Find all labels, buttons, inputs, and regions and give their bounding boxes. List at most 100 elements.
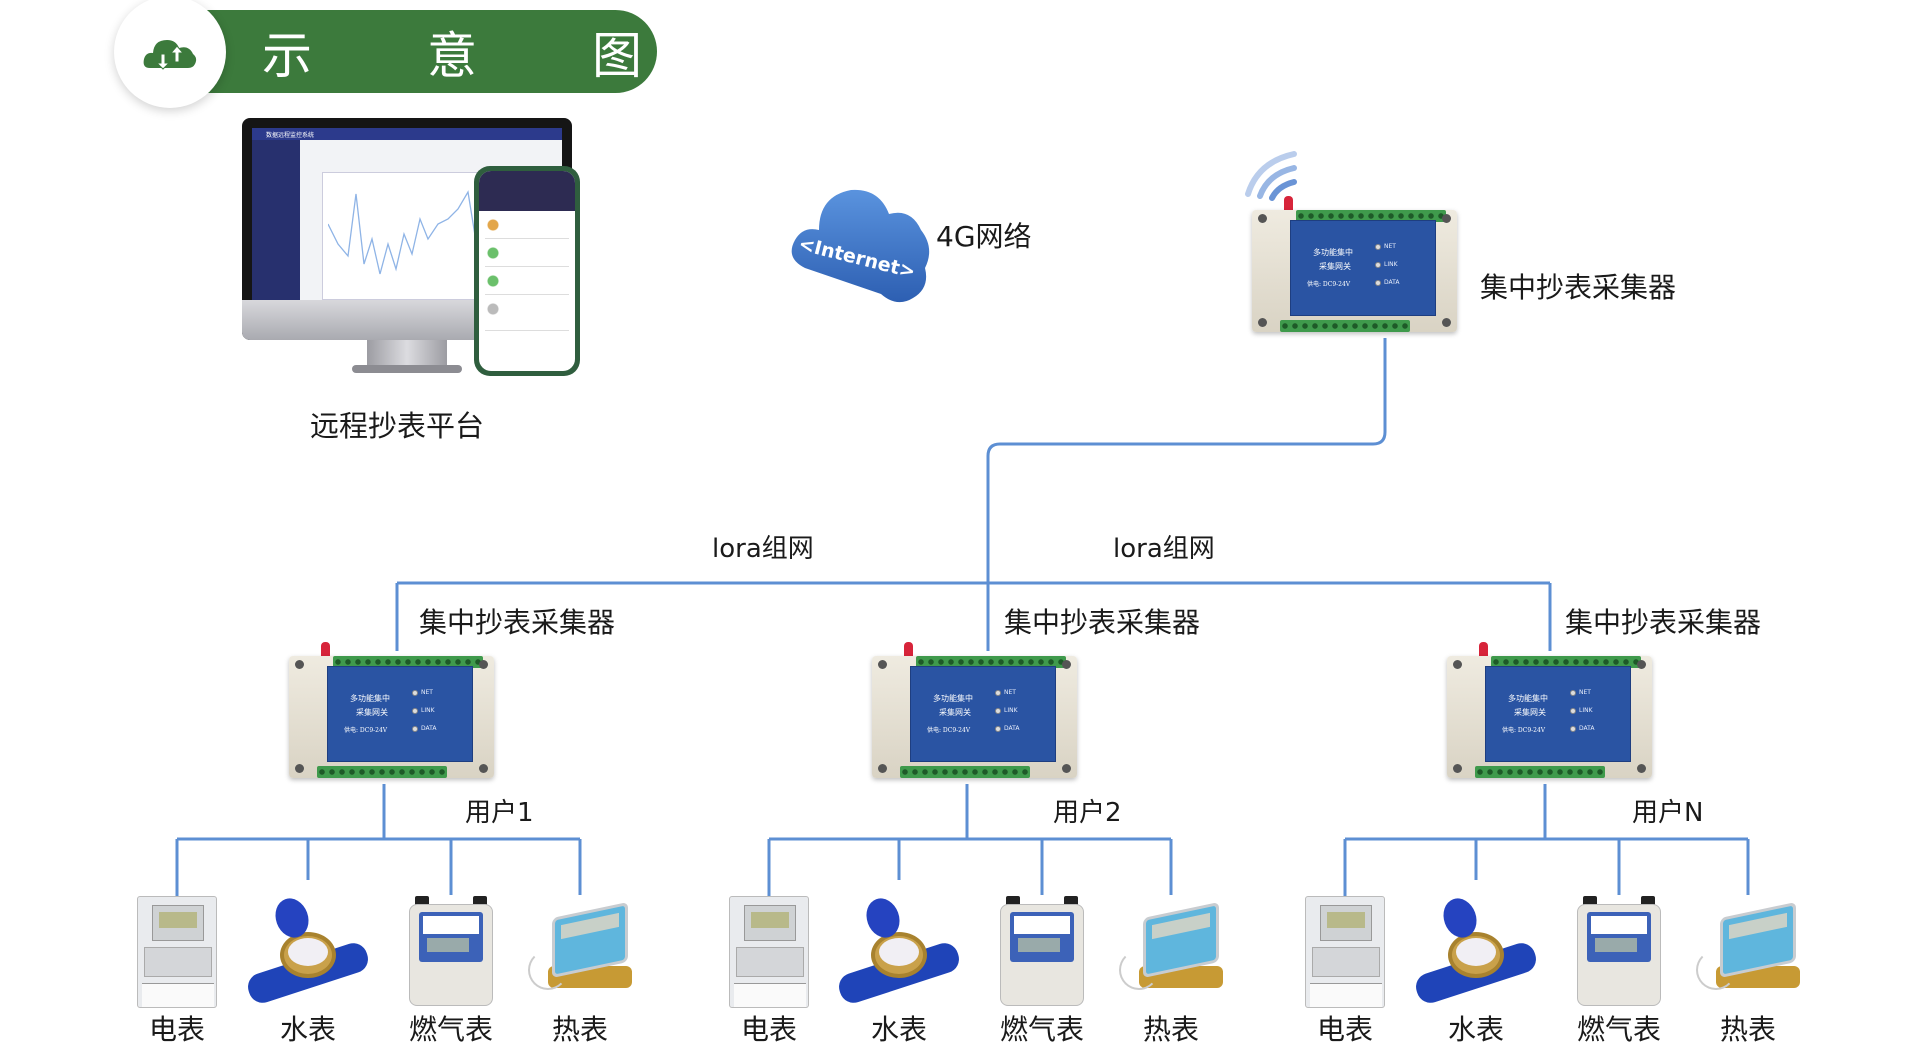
title-char: 示 xyxy=(262,26,312,85)
gas-meter-icon xyxy=(1573,896,1665,1008)
meter-label: 热表 xyxy=(551,1013,608,1046)
device-panel: 多功能集中采集网关供电: DC9-24V NET LINK DATA xyxy=(327,666,473,762)
wireless-signal-icon xyxy=(1245,151,1297,201)
user-label: 用户N xyxy=(1632,798,1704,828)
terminal-block xyxy=(1475,766,1605,778)
phone xyxy=(474,166,580,376)
meter-label: 燃气表 xyxy=(999,1013,1084,1046)
title-char: 意 xyxy=(427,26,477,85)
collector-device: 多功能集中采集网关供电: DC9-24V NET LINK DATA xyxy=(872,642,1077,784)
status-led: LINK xyxy=(1375,261,1398,268)
collector-device: 多功能集中采集网关供电: DC9-24V NET LINK DATA xyxy=(1447,642,1652,784)
terminal-block xyxy=(900,766,1030,778)
terminal-block xyxy=(333,656,483,668)
led-label: LINK xyxy=(1004,707,1018,714)
status-led: DATA xyxy=(1375,279,1399,286)
status-led: NET xyxy=(1570,689,1591,696)
water-meter-icon xyxy=(1412,893,1540,1008)
collector-device: 多功能集中采集网关供电: DC9-24V NET LINK DATA xyxy=(289,642,494,784)
device-name: 采集网关 xyxy=(1514,708,1546,717)
heat-meter-icon xyxy=(528,896,632,1008)
device-name: 采集网关 xyxy=(939,708,971,717)
antenna-icon xyxy=(1284,196,1293,216)
meter-label: 水表 xyxy=(279,1013,336,1046)
title-char: 图 xyxy=(592,26,642,85)
electric-meter-icon xyxy=(729,896,809,1008)
device-name: 多功能集中 xyxy=(933,694,973,703)
meter-label: 电表 xyxy=(740,1013,797,1046)
meter-label: 热表 xyxy=(1719,1013,1776,1046)
meter-label: 水表 xyxy=(870,1013,927,1046)
collector-label: 集中抄表采集器 xyxy=(1004,606,1201,639)
electric-meter-icon xyxy=(137,896,217,1008)
led-label: NET xyxy=(1384,243,1396,250)
meter-label: 水表 xyxy=(1447,1013,1504,1046)
cloud-upload-download-icon xyxy=(143,40,197,70)
antenna-icon xyxy=(1479,642,1488,662)
device-panel: 多功能集中采集网关供电: DC9-24V NET LINK DATA xyxy=(1290,220,1436,316)
connection-line xyxy=(986,338,1387,583)
lora-label: lora组网 xyxy=(712,534,814,564)
collector-label: 集中抄表采集器 xyxy=(419,606,616,639)
terminal-block xyxy=(317,766,447,778)
status-led: LINK xyxy=(1570,707,1593,714)
meter-label: 燃气表 xyxy=(1576,1013,1661,1046)
antenna-icon xyxy=(904,642,913,662)
device-name: 多功能集中 xyxy=(1508,694,1548,703)
led-label: DATA xyxy=(1384,279,1400,286)
led-label: DATA xyxy=(1579,725,1595,732)
meter-label: 热表 xyxy=(1142,1013,1199,1046)
led-label: LINK xyxy=(421,707,435,714)
device-name: 多功能集中 xyxy=(1313,248,1353,257)
internet-cloud-icon: <Internet> xyxy=(791,189,930,303)
terminal-block xyxy=(1296,210,1446,222)
user-label: 用户1 xyxy=(465,798,534,828)
status-led: DATA xyxy=(995,725,1019,732)
antenna-icon xyxy=(321,642,330,662)
device-panel: 多功能集中采集网关供电: DC9-24V NET LINK DATA xyxy=(910,666,1056,762)
led-label: DATA xyxy=(1004,725,1020,732)
led-label: LINK xyxy=(1579,707,1593,714)
led-label: NET xyxy=(421,689,433,696)
heat-meter-icon xyxy=(1119,896,1223,1008)
status-led: NET xyxy=(995,689,1016,696)
device-power: 供电: DC9-24V xyxy=(1502,727,1546,734)
terminal-block xyxy=(1280,320,1410,332)
status-led: NET xyxy=(412,689,433,696)
main-collector-label: 集中抄表采集器 xyxy=(1480,271,1677,304)
device-power: 供电: DC9-24V xyxy=(1307,281,1351,288)
user-label: 用户2 xyxy=(1053,798,1122,828)
platform-label: 远程抄表平台 xyxy=(310,409,485,443)
device-name: 采集网关 xyxy=(1319,262,1351,271)
monitor-app-title: 数据远程监控系统 xyxy=(252,128,562,140)
led-label: NET xyxy=(1579,689,1591,696)
heat-meter-icon xyxy=(1696,896,1800,1008)
led-label: DATA xyxy=(421,725,437,732)
terminal-block xyxy=(916,656,1066,668)
device-name: 多功能集中 xyxy=(350,694,390,703)
meter-label: 燃气表 xyxy=(408,1013,493,1046)
status-led: DATA xyxy=(1570,725,1594,732)
status-led: LINK xyxy=(995,707,1018,714)
device-panel: 多功能集中采集网关供电: DC9-24V NET LINK DATA xyxy=(1485,666,1631,762)
electric-meter-icon xyxy=(1305,896,1385,1008)
water-meter-icon xyxy=(835,893,963,1008)
collector-label: 集中抄表采集器 xyxy=(1565,606,1762,639)
led-label: NET xyxy=(1004,689,1016,696)
status-led: DATA xyxy=(412,725,436,732)
meter-label: 电表 xyxy=(1316,1013,1373,1046)
network-4g-label: 4G网络 xyxy=(936,220,1032,253)
gas-meter-icon xyxy=(996,896,1088,1008)
title-badge xyxy=(114,0,226,108)
gas-meter-icon xyxy=(405,896,497,1008)
device-power: 供电: DC9-24V xyxy=(344,727,388,734)
main-collector-device: 多功能集中采集网关供电: DC9-24V NET LINK DATA xyxy=(1252,196,1457,338)
water-meter-icon xyxy=(244,893,372,1008)
page-title: 示 意 图 xyxy=(262,10,642,93)
status-led: LINK xyxy=(412,707,435,714)
lora-label: lora组网 xyxy=(1113,534,1215,564)
device-name: 采集网关 xyxy=(356,708,388,717)
device-power: 供电: DC9-24V xyxy=(927,727,971,734)
meter-label: 电表 xyxy=(148,1013,205,1046)
